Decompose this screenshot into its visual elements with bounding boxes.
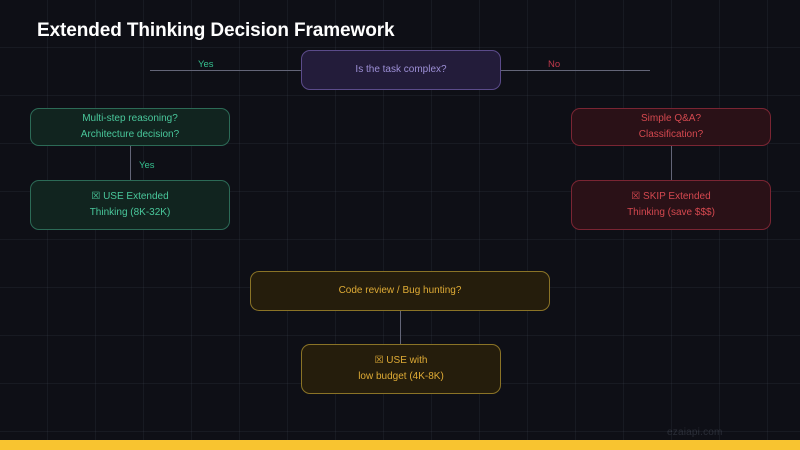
node-left-question-line1: Multi-step reasoning? — [82, 113, 178, 124]
edge-label-yes-branch: Yes — [139, 160, 155, 171]
connector-root-to-right — [501, 70, 650, 71]
node-left-outcome-line2: Thinking (8K-32K) — [89, 207, 171, 218]
node-left-outcome-line1: ☒ USE Extended — [91, 191, 169, 202]
node-bottom-question[interactable]: Code review / Bug hunting? — [250, 271, 550, 311]
node-left-question-line2: Architecture decision? — [80, 129, 180, 140]
node-bottom-outcome-line1: ☒ USE with — [374, 355, 428, 366]
node-bottom-outcome[interactable]: ☒ USE with low budget (4K-8K) — [301, 344, 501, 394]
connector-root-to-left — [150, 70, 301, 71]
watermark: ezaiapi.com — [667, 427, 723, 438]
bottom-accent-bar — [0, 440, 800, 450]
node-right-outcome[interactable]: ☒ SKIP Extended Thinking (save $$$) — [571, 180, 771, 230]
edge-label-no-right: No — [548, 59, 561, 70]
node-bottom-outcome-line2: low budget (4K-8K) — [358, 371, 444, 382]
page-title: Extended Thinking Decision Framework — [37, 20, 395, 41]
edge-label-yes-left: Yes — [198, 59, 214, 70]
node-bottom-question-line1: Code review / Bug hunting? — [338, 285, 462, 296]
node-left-outcome[interactable]: ☒ USE Extended Thinking (8K-32K) — [30, 180, 230, 230]
connector-bottom-question-to-outcome — [400, 311, 401, 344]
node-left-question[interactable]: Multi-step reasoning? Architecture decis… — [30, 108, 230, 146]
node-root-question-line1: Is the task complex? — [355, 64, 447, 75]
node-right-question-line2: Classification? — [638, 129, 704, 140]
node-right-question[interactable]: Simple Q&A? Classification? — [571, 108, 771, 146]
node-right-outcome-line2: Thinking (save $$$) — [627, 207, 715, 218]
node-root-question[interactable]: Is the task complex? — [301, 50, 501, 90]
node-right-outcome-line1: ☒ SKIP Extended — [631, 191, 711, 202]
node-right-question-line1: Simple Q&A? — [640, 113, 702, 124]
connector-right-question-to-outcome — [671, 145, 672, 180]
connector-left-question-to-outcome — [130, 145, 131, 180]
